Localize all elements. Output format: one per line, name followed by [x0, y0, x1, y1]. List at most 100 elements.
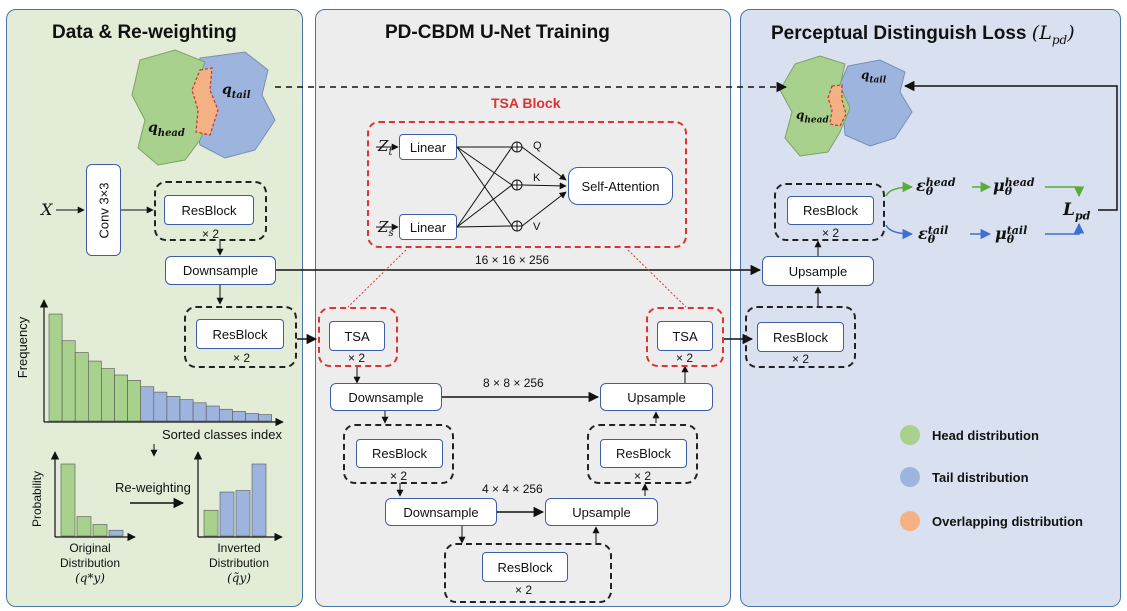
mid-upsample-2: Upsample: [545, 498, 658, 526]
mid-resblock-b: ResBlock: [600, 439, 687, 468]
right-resblock-top-times: × 2: [822, 226, 840, 240]
left-resblock-group-2: [184, 306, 297, 368]
right-resblock-group-bottom: [745, 306, 856, 368]
frequency-bar-2: [61, 340, 76, 422]
frequency-bar-7: [127, 380, 141, 422]
left-downsample: Downsample: [165, 256, 276, 285]
conv-3x3-block: Conv 3×3: [86, 164, 121, 256]
mid-resblock-group-b: [587, 424, 698, 484]
right-resblock-bottom-times: × 2: [792, 352, 810, 366]
left-q-head-label: qhead: [148, 120, 185, 139]
dim-16-label: 16 × 16 × 256: [475, 253, 550, 267]
inverted-distribution-bars: [203, 463, 267, 537]
inverted-distribution-label: Inverted Distribution (q̃y): [208, 541, 270, 585]
original-distribution-label: Original Distribution (q*y): [60, 541, 121, 585]
lpd-label: Lpd: [1063, 200, 1091, 223]
left-panel-title: Data & Re-weighting: [52, 22, 237, 43]
inverted-bar-4: [251, 463, 267, 537]
mid-upsample-1: Upsample: [600, 383, 713, 411]
probability-axis-label: Probability: [30, 470, 45, 528]
right-resblock-group-top: [774, 183, 885, 241]
legend-tail-label: Tail distribution: [932, 470, 1029, 485]
left-resblock-1: ResBlock: [164, 195, 254, 225]
frequency-bars: [48, 313, 273, 422]
tsa-block-container: [367, 121, 687, 248]
self-attention-block: Self-Attention: [568, 167, 673, 205]
dim-8-label: 8 × 8 × 256: [483, 376, 544, 390]
frequency-bar-16: [245, 413, 259, 422]
mid-resblock-c-times: × 2: [515, 583, 533, 597]
frequency-bar-8: [140, 386, 155, 422]
tsa-block-title: TSA Block: [491, 95, 561, 111]
reweighting-label: Re-weighting: [115, 480, 191, 495]
v-label: V: [533, 221, 541, 233]
frequency-bar-3: [74, 352, 89, 422]
original-bar-4: [108, 529, 124, 537]
frequency-bar-10: [166, 396, 181, 422]
legend-head-dot: [900, 425, 920, 445]
right-resblock-bottom: ResBlock: [757, 322, 844, 352]
left-resblock-2: ResBlock: [196, 319, 284, 349]
mid-downsample-1: Downsample: [330, 383, 442, 411]
linear-block-2: Linear: [399, 214, 457, 240]
tsa-left-times: × 2: [348, 351, 366, 365]
original-bar-3: [92, 524, 108, 537]
right-panel-title: Perceptual Distinguish Loss (Lpd): [771, 22, 1075, 47]
tsa-right-block: TSA: [657, 321, 713, 351]
frequency-bar-6: [114, 374, 128, 422]
zt-label: Zt: [378, 137, 393, 158]
mid-resblock-a-times: × 2: [390, 469, 408, 483]
mid-resblock-c: ResBlock: [482, 552, 568, 582]
mid-resblock-group-a: [343, 424, 454, 484]
zs-label: Zs: [378, 218, 394, 239]
inverted-bar-3: [235, 490, 251, 537]
frequency-bar-1: [48, 313, 63, 422]
legend-head-label: Head distribution: [932, 428, 1039, 443]
right-upsample: Upsample: [762, 256, 874, 286]
frequency-x-axis-label: Sorted classes index: [162, 427, 282, 442]
frequency-bar-4: [88, 360, 102, 422]
frequency-bar-15: [232, 411, 246, 422]
frequency-bar-5: [101, 368, 115, 422]
left-distribution-blobs: [131, 49, 276, 166]
frequency-axis-label: Frequency: [15, 316, 31, 379]
linear-block-1: Linear: [399, 134, 457, 160]
frequency-bar-14: [219, 408, 233, 422]
right-q-tail-label: qtail: [861, 68, 887, 86]
original-distribution-bars: [60, 463, 124, 537]
mid-downsample-2: Downsample: [385, 498, 497, 526]
q-label: Q: [533, 140, 542, 152]
frequency-bar-17: [258, 414, 273, 422]
tsa-left-group: [318, 307, 398, 367]
frequency-bar-11: [179, 399, 194, 422]
tsa-connections: [456, 146, 513, 228]
frequency-bar-9: [153, 391, 168, 422]
tsa-right-group: [646, 307, 724, 367]
legend-overlap-label: Overlapping distribution: [932, 514, 1083, 529]
left-resblock-1-times: × 2: [202, 227, 220, 241]
original-bar-1: [60, 463, 76, 537]
dim-4-label: 4 × 4 × 256: [482, 482, 543, 496]
legend-overlap-dot: [900, 511, 920, 531]
left-resblock-group-1: [154, 181, 267, 241]
legend-tail-dot: [900, 467, 920, 487]
mid-resblock-group-c: [444, 543, 612, 603]
right-distribution-blobs: [779, 55, 913, 157]
k-label: K: [533, 172, 541, 184]
left-q-tail-label: qtail: [222, 82, 251, 101]
inverted-bar-2: [219, 491, 235, 537]
left-resblock-2-times: × 2: [233, 351, 251, 365]
tsa-left-block: TSA: [329, 321, 385, 351]
original-bar-2: [76, 516, 92, 537]
middle-panel-title: PD-CBDM U-Net Training: [385, 22, 610, 43]
tsa-right-times: × 2: [676, 351, 694, 365]
inverted-bar-1: [203, 509, 219, 537]
frequency-bar-13: [205, 405, 220, 422]
input-x-label: X: [41, 200, 53, 219]
mid-resblock-b-times: × 2: [634, 469, 652, 483]
